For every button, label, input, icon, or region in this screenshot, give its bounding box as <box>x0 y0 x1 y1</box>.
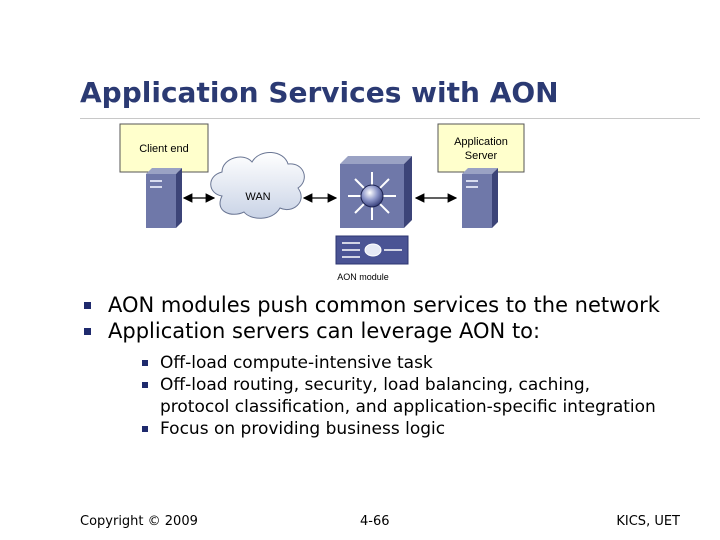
bullet-text: Application servers can leverage AON to: <box>108 319 541 343</box>
sub-bullet-list: Off-load compute-intensive task Off-load… <box>80 352 700 440</box>
square-bullet-icon <box>142 382 148 388</box>
client-computer-icon <box>146 168 182 228</box>
application-server-label-box: Application Server <box>437 123 525 173</box>
switch-icon <box>340 156 412 228</box>
title-divider <box>80 118 700 119</box>
bullet-text: AON modules push common services to the … <box>108 293 660 317</box>
bullet-list: AON modules push common services to the … <box>80 292 700 440</box>
bullet-item: Application servers can leverage AON to: <box>80 318 700 344</box>
client-end-label: Client end <box>139 143 189 155</box>
sub-bullet-item: Focus on providing business logic <box>138 418 660 440</box>
footer-copyright: Copyright © 2009 <box>80 514 198 529</box>
application-server-label-line2: Server <box>465 150 498 162</box>
square-bullet-icon <box>84 302 91 309</box>
bullet-item: AON modules push common services to the … <box>80 292 700 318</box>
sub-bullet-text: Off-load routing, security, load balanci… <box>160 375 656 417</box>
network-diagram: Client end Application Server WAN <box>119 123 525 282</box>
wan-cloud-icon: WAN <box>210 152 305 219</box>
square-bullet-icon <box>142 426 148 432</box>
square-bullet-icon <box>84 328 91 335</box>
aon-module-icon <box>335 235 409 265</box>
wan-label: WAN <box>245 191 270 203</box>
client-end-label-box: Client end <box>119 123 209 173</box>
aon-module-label: AON module <box>337 272 389 282</box>
sub-bullet-item: Off-load routing, security, load balanci… <box>138 374 660 418</box>
footer-organization: KICS, UET <box>616 514 680 529</box>
slide-title: Application Services with AON <box>80 76 559 109</box>
sub-bullet-text: Off-load compute-intensive task <box>160 353 433 373</box>
sub-bullet-text: Focus on providing business logic <box>160 419 446 439</box>
sub-bullet-item: Off-load compute-intensive task <box>138 352 660 374</box>
footer-page-number: 4-66 <box>360 514 390 529</box>
application-server-icon <box>462 168 498 228</box>
application-server-label-line1: Application <box>454 136 508 148</box>
square-bullet-icon <box>142 360 148 366</box>
